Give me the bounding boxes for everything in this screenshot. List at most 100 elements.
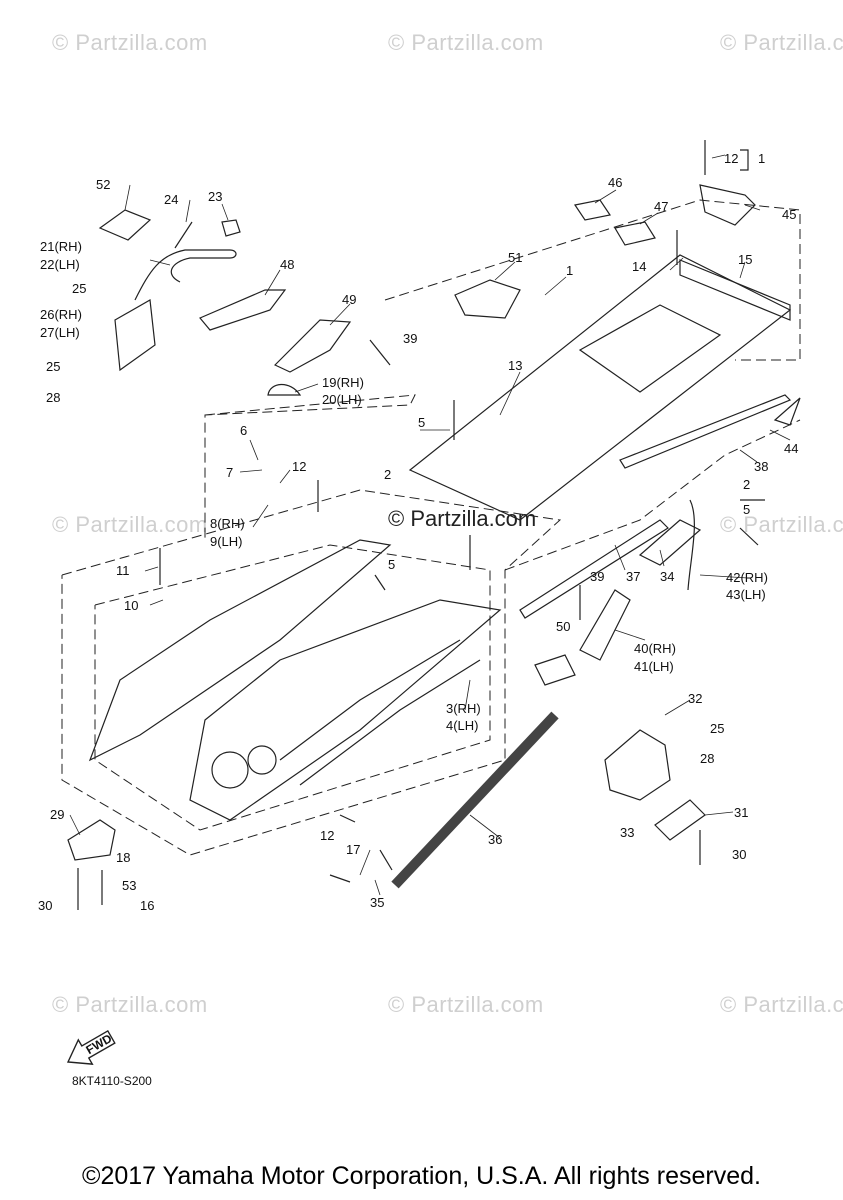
part-50-block bbox=[534, 654, 576, 686]
part-44-wedge bbox=[773, 397, 801, 426]
callout-39: 39 bbox=[403, 331, 418, 346]
callout-27: 27(LH) bbox=[40, 325, 80, 340]
callout-21: 21(RH) bbox=[40, 239, 82, 254]
callout-50: 50 bbox=[556, 619, 571, 634]
callout-1: 1 bbox=[566, 263, 574, 278]
part-40-plate bbox=[579, 589, 631, 661]
watermark: © Partzilla.com bbox=[52, 992, 208, 1017]
callout-5: 5 bbox=[743, 502, 751, 517]
callout-8: 8(RH) bbox=[210, 516, 245, 531]
callout-5: 5 bbox=[418, 415, 426, 430]
callout-14: 14 bbox=[632, 259, 647, 274]
callout-26: 26(RH) bbox=[40, 307, 82, 322]
outline-seat-area bbox=[384, 199, 801, 361]
callout-37: 37 bbox=[626, 569, 641, 584]
watermark-center: © Partzilla.com bbox=[388, 506, 537, 531]
callout-12: 12 bbox=[292, 459, 307, 474]
callout-4: 4(LH) bbox=[446, 718, 479, 733]
callout-20: 20(LH) bbox=[322, 392, 362, 407]
copyright-notice: ©2017 Yamaha Motor Corporation, U.S.A. A… bbox=[82, 1162, 761, 1190]
callout-5: 5 bbox=[388, 557, 396, 572]
callout-41: 41(LH) bbox=[634, 659, 674, 674]
part-15-rail bbox=[679, 259, 791, 321]
callout-2: 2 bbox=[384, 467, 392, 482]
callout-2: 2 bbox=[743, 477, 751, 492]
callout-13: 13 bbox=[508, 358, 523, 373]
callout-1: 1 bbox=[758, 151, 766, 166]
watermark: © Partzilla.com bbox=[720, 512, 843, 537]
callout-3: 3(RH) bbox=[446, 701, 481, 716]
part-23-nut bbox=[221, 219, 241, 237]
part-36-tube bbox=[391, 711, 559, 889]
callout-9: 9(LH) bbox=[210, 534, 243, 549]
frame-right-side bbox=[189, 599, 502, 821]
callout-25: 25 bbox=[72, 281, 87, 296]
callout-48: 48 bbox=[280, 257, 295, 272]
part-21-rod bbox=[134, 249, 237, 301]
callout-12: 12 bbox=[724, 151, 739, 166]
watermark: © Partzilla.com bbox=[52, 512, 208, 537]
callout-36: 36 bbox=[488, 832, 503, 847]
outline-tunnel-area bbox=[204, 394, 416, 540]
part-37-rail bbox=[519, 519, 669, 619]
callout-35: 35 bbox=[370, 895, 385, 910]
watermark: © Partzilla.com bbox=[720, 30, 843, 55]
callout-29: 29 bbox=[50, 807, 65, 822]
callout-25: 25 bbox=[46, 359, 61, 374]
callout-43: 43(LH) bbox=[726, 587, 766, 602]
callout-47: 47 bbox=[654, 199, 669, 214]
callout-19: 19(RH) bbox=[322, 375, 364, 390]
callout-49: 49 bbox=[342, 292, 357, 307]
callout-30: 30 bbox=[38, 898, 53, 913]
callout-28: 28 bbox=[700, 751, 715, 766]
part-42-strap bbox=[687, 499, 695, 591]
group-bracket-1 bbox=[740, 149, 749, 171]
watermark: © Partzilla.com bbox=[388, 30, 544, 55]
frame-truss bbox=[279, 639, 481, 786]
callout-46: 46 bbox=[608, 175, 623, 190]
callout-32: 32 bbox=[688, 691, 703, 706]
callout-11: 11 bbox=[116, 563, 130, 578]
part-51-pad bbox=[454, 279, 521, 319]
callout-15: 15 bbox=[738, 252, 753, 267]
part-48-plate bbox=[199, 289, 287, 331]
part-1-tunnel bbox=[408, 254, 792, 521]
callout-18: 18 bbox=[116, 850, 131, 865]
callout-17: 17 bbox=[346, 842, 361, 857]
callout-33: 33 bbox=[620, 825, 635, 840]
part-38-rail bbox=[619, 394, 792, 469]
watermark: © Partzilla.com bbox=[52, 30, 208, 55]
watermark: © Partzilla.com bbox=[720, 992, 843, 1017]
callout-38: 38 bbox=[754, 459, 769, 474]
callout-25: 25 bbox=[710, 721, 725, 736]
callout-23: 23 bbox=[208, 189, 223, 204]
frame-hole bbox=[211, 751, 249, 789]
callout-28: 28 bbox=[46, 390, 61, 405]
watermark: © Partzilla.com bbox=[388, 992, 544, 1017]
callout-39: 39 bbox=[590, 569, 605, 584]
part-46-label bbox=[574, 199, 611, 221]
callout-10: 10 bbox=[124, 598, 139, 613]
callout-40: 40(RH) bbox=[634, 641, 676, 656]
callout-45: 45 bbox=[782, 207, 797, 222]
callout-52: 52 bbox=[96, 177, 111, 192]
callout-6: 6 bbox=[240, 423, 248, 438]
part-1-tunnel-window bbox=[578, 304, 722, 393]
part-26-bracket bbox=[114, 299, 156, 372]
callout-7: 7 bbox=[226, 465, 234, 480]
part-32-footrest bbox=[604, 729, 671, 801]
diagram-code: 8KT4110-S200 bbox=[72, 1074, 152, 1088]
part-29-plate bbox=[67, 819, 116, 861]
part-34-decal bbox=[638, 519, 702, 566]
callout-31: 31 bbox=[734, 805, 749, 820]
part-45-bracket bbox=[699, 184, 756, 226]
part-31-plate bbox=[654, 799, 706, 841]
callout-22: 22(LH) bbox=[40, 257, 80, 272]
fwd-arrow: FWD bbox=[66, 1029, 116, 1065]
part-24-bolt bbox=[174, 221, 193, 249]
part-47-label bbox=[614, 221, 656, 246]
callout-16: 16 bbox=[140, 898, 155, 913]
part-52-cover bbox=[98, 209, 152, 241]
frame-hole bbox=[247, 745, 277, 775]
